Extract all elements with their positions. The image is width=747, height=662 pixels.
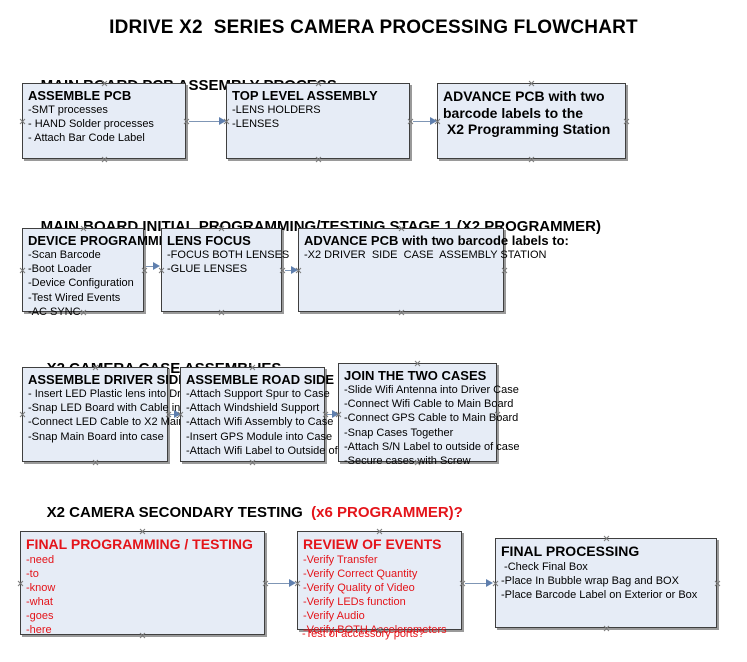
node-line: - HAND Solder processes [28,118,154,131]
node-line: - Insert LED Plastic lens into Driver Ca… [28,388,228,401]
page-title: IDRIVE X2 SERIES CAMERA PROCESSING FLOWC… [109,17,638,38]
node-line: -Snap LED Board with Cable into Case [28,402,219,415]
node-line: -Verify Correct Quantity [303,567,418,580]
node-line: -Place Barcode Label on Exterior or Box [501,588,698,601]
node-line: -to [26,567,39,580]
node-line: -Verify LEDs function [303,595,406,608]
node-title: DEVICE PROGRAMMING [28,233,182,248]
node-overflow-line: -Test of accessory ports? [302,628,425,640]
node-line: -Check Final Box [501,560,588,573]
node-review-of-events[interactable]: REVIEW OF EVENTS -Verify Transfer -Verif… [297,531,462,636]
section-heading-x2-camera-secondary-testing: X2 CAMERA SECONDARY TESTING (x6 PROGRAMM… [30,487,463,538]
node-line: -Insert GPS Module into Case [186,430,333,443]
node-line: -Attach Windshield Support [186,402,320,415]
node-line: -GLUE LENSES [167,263,248,276]
node-title: FINAL PROCESSING [501,543,640,559]
node-line: -Attach S/N Label to outside of case [344,440,520,453]
node-top-level-assembly[interactable]: TOP LEVEL ASSEMBLY -LENS HOLDERS -LENSES [226,83,410,159]
connector-arrowhead [153,262,160,270]
node-line: -Verify Audio [303,609,365,622]
section-heading-accent: (x6 PROGRAMMER)? [311,504,463,521]
node-title: ASSEMBLE DRIVER SIDE CASE [28,372,227,387]
node-final-programming-testing[interactable]: FINAL PROGRAMMING / TESTING -need -to -k… [20,531,265,636]
node-line: -Snap Cases Together [344,426,454,439]
node-assemble-pcb[interactable]: ASSEMBLE PCB -SMT processes - HAND Solde… [22,83,186,159]
node-line: -Test Wired Events [28,291,121,304]
node-line: -X2 DRIVER SIDE CASE ASSEMBLY STATION [304,249,547,262]
node-line: -Device Configuration [28,277,134,290]
node-line: -LENSES [232,118,280,131]
node-title: TOP LEVEL ASSEMBLY [232,88,378,103]
node-line: -Snap Main Board into case [28,430,164,443]
node-line: -Secure cases with Screw [344,454,471,467]
node-line: -know [26,581,56,594]
node-title: JOIN THE TWO CASES [344,368,487,383]
node-line: - Attach Bar Code Label [28,132,145,145]
node-assemble-road-side-case[interactable]: ASSEMBLE ROAD SIDE CASE -Attach Support … [180,367,374,462]
node-line: -what [26,595,53,608]
connector-arrow [268,583,290,584]
connector-arrowhead [332,410,339,418]
node-line: -Place In Bubble wrap Bag and BOX [501,574,679,587]
node-line: -Attach Wifi Assembly to Case [186,416,334,429]
node-line: -Scan Barcode [28,249,101,262]
node-line: -goes [26,609,54,622]
node-line: -need [26,553,55,566]
connector-arrow [170,414,176,415]
node-line: -Verify BOTH Accelerometers [303,623,447,636]
node-line: -Boot Loader [28,263,92,276]
node-title: REVIEW OF EVENTS [303,536,442,552]
connector-arrow [146,266,154,267]
node-line: -Attach Support Spur to Case [186,388,330,401]
connector-arrowhead [174,410,181,418]
node-title: ASSEMBLE PCB [28,88,132,103]
node-line: -Connect LED Cable to X2 Main Board [28,416,217,429]
connector-arrow [327,414,334,415]
connector-arrowhead [289,579,296,587]
node-join-the-two-cases[interactable]: JOIN THE TWO CASES -Slide Wifi Antenna i… [338,363,520,467]
node-line: -here [26,623,52,636]
connector-arrowhead [291,266,298,274]
node-line: -SMT processes [28,104,108,117]
node-line: -Verify Quality of Video [303,581,415,594]
node-line: -Slide Wifi Antenna into Driver Case [344,384,519,397]
node-advance-pcb-to-x2-programming-station[interactable]: ADVANCE PCB with two barcode labels to t… [437,83,626,159]
node-title: LENS FOCUS [167,233,251,248]
connector-arrowhead [486,579,493,587]
node-line: -Attach Wifi Label to Outside of Case [186,444,367,457]
node-line: -LENS HOLDERS [232,104,321,117]
node-title: ASSEMBLE ROAD SIDE CASE [186,372,374,387]
section-heading-text: X2 CAMERA SECONDARY TESTING [46,504,312,521]
connector-arrow [465,583,487,584]
node-line: -FOCUS BOTH LENSES [167,249,290,262]
node-line: -Connect Wifi Cable to Main Board [344,398,514,411]
connector-arrowhead [430,117,437,125]
node-line: -Verify Transfer [303,553,378,566]
node-assemble-driver-side-case[interactable]: ASSEMBLE DRIVER SIDE CASE - Insert LED P… [22,367,228,462]
node-lens-focus[interactable]: LENS FOCUS -FOCUS BOTH LENSES -GLUE LENS… [161,228,290,312]
node-title: ADVANCE PCB with two barcode labels to: [304,233,569,248]
node-title: FINAL PROGRAMMING / TESTING [26,536,253,552]
connector-arrowhead [219,117,226,125]
node-line: -AC SYNC [28,305,81,318]
node-final-processing[interactable]: FINAL PROCESSING -Check Final Box -Place… [495,538,717,628]
node-advance-pcb-to-driver-side-case-assembly-station[interactable]: ADVANCE PCB with two barcode labels to: … [298,228,569,312]
node-device-programming[interactable]: DEVICE PROGRAMMING -Scan Barcode -Boot L… [22,228,182,318]
node-title: ADVANCE PCB with two barcode labels to t… [443,88,611,138]
connector-arrow [413,121,431,122]
node-line: -Connect GPS Cable to Main Board [344,412,519,425]
connector-arrow [189,121,220,122]
connector-arrow [285,270,292,271]
